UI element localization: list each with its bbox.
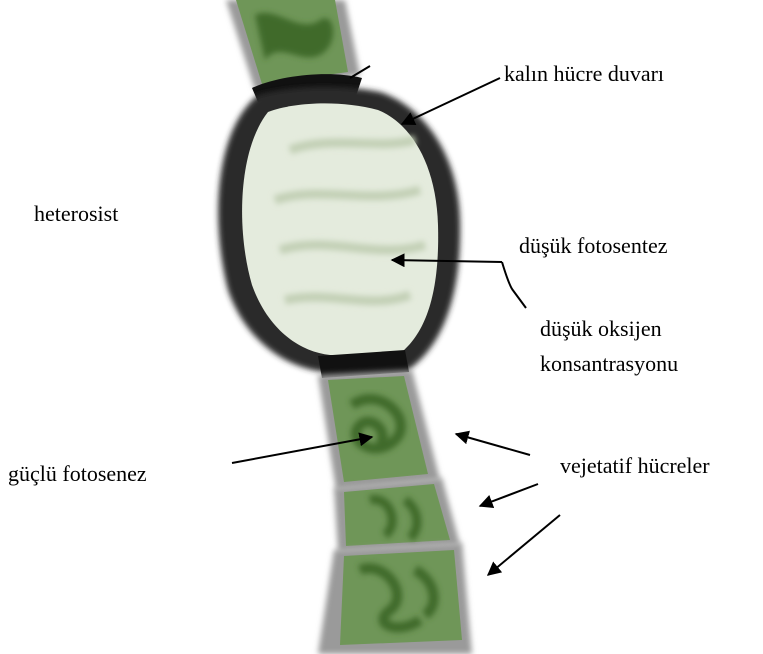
heterocyst-cell — [218, 87, 460, 372]
vegetative-cell-2 — [334, 478, 460, 552]
label-low-oxygen-line1: düşük oksijen — [540, 315, 662, 343]
arrow-cell-wall — [402, 78, 500, 124]
vegetative-cell-3 — [318, 543, 472, 654]
label-heterocyst: heterosist — [34, 200, 118, 228]
label-vegetative-cells: vejetatif hücreler — [560, 452, 710, 480]
label-low-photosynthesis: düşük fotosentez — [519, 232, 667, 260]
label-strong-photosynthesis: güçlü fotosenez — [8, 460, 147, 488]
arrow-vegetative-1 — [456, 434, 530, 455]
arrow-vegetative-2 — [480, 484, 538, 506]
vegetative-cell-1 — [318, 370, 440, 490]
connector-low-oxygen — [502, 262, 526, 308]
label-thick-cell-wall: kalın hücre duvarı — [504, 60, 664, 88]
arrow-vegetative-3 — [488, 515, 560, 575]
label-low-oxygen-line2: konsantrasyonu — [540, 350, 678, 378]
